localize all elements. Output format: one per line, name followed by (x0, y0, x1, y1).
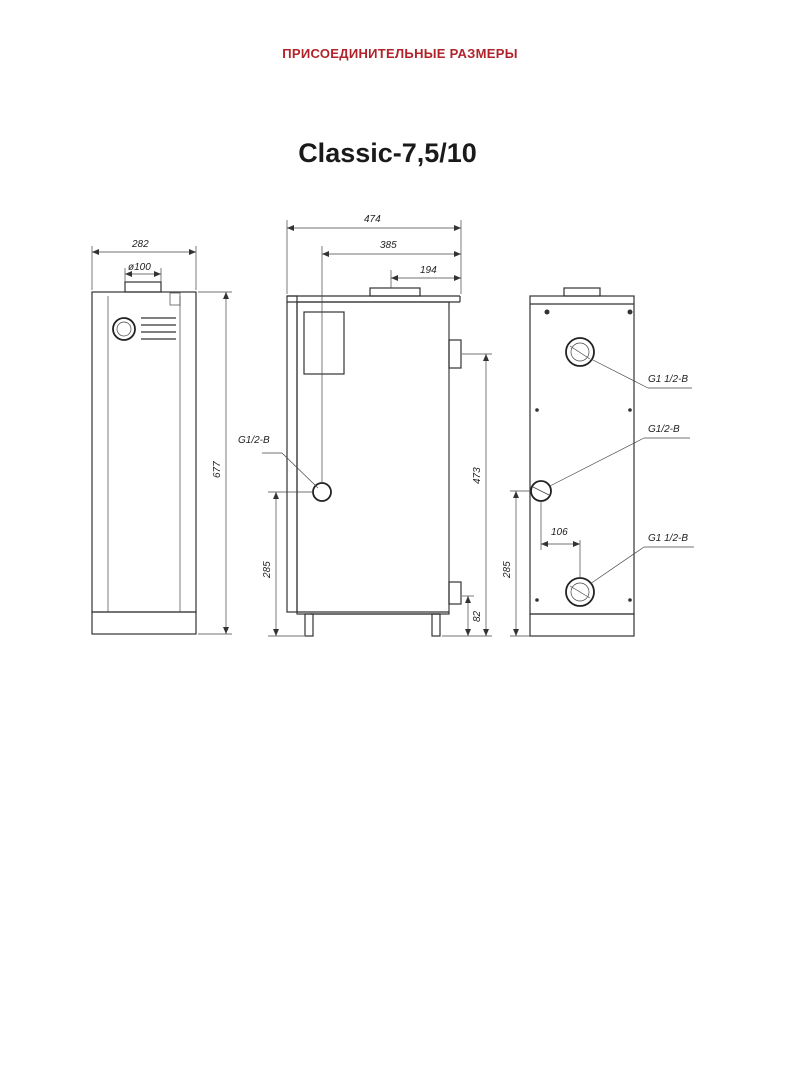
side-flue-pipe (369, 287, 421, 297)
rear-top-pipe (565, 337, 595, 367)
side-flue-offset-label: 194 (420, 265, 437, 276)
rear-bottom-pipe-label: G1 1/2-B (648, 533, 688, 544)
front-height-label: 677 (212, 461, 223, 478)
side-outlet-pipe (448, 339, 462, 369)
side-inlet-height-label: 285 (262, 561, 273, 579)
rear-mid-pipe-label: G1/2-B (648, 424, 680, 435)
side-lower-height-label: 82 (472, 610, 483, 622)
front-body-outline (91, 291, 197, 613)
front-width-label: 282 (131, 239, 149, 250)
rear-flue-pipe (563, 287, 601, 297)
side-lower-pipe (448, 581, 462, 605)
side-inlet-label: G1/2-B (238, 435, 270, 446)
model-title: Classic-7,5/10 (298, 138, 477, 168)
rear-base (529, 613, 635, 637)
side-control-panel (303, 311, 345, 375)
side-outlet-height-label: 473 (472, 467, 483, 484)
front-peephole (112, 317, 136, 341)
side-depth-474-label: 474 (364, 214, 381, 225)
flue-diameter-label: ø100 (128, 262, 151, 273)
rear-body-outline (529, 295, 635, 615)
rear-view: G1 1/2-B G1/2-B G1 1/2-B 106 285 (502, 287, 694, 637)
rear-mid-height-label: 285 (502, 561, 513, 579)
side-body-outline (296, 301, 450, 615)
page-header: ПРИСОЕДИНИТЕЛЬНЫЕ РАЗМЕРЫ (282, 46, 518, 61)
front-view: 282 ø100 677 (91, 239, 232, 635)
front-vent-grille (141, 317, 176, 340)
rear-top-pipe-label: G1 1/2-B (648, 374, 688, 385)
side-leg-left (304, 613, 314, 637)
front-base (91, 611, 197, 635)
front-flue-pipe (124, 281, 162, 293)
side-inlet-pipe (312, 482, 332, 502)
side-depth-385-label: 385 (380, 240, 397, 251)
side-leg-right (431, 613, 441, 637)
rear-offset-label: 106 (551, 527, 568, 538)
side-view: 474 385 194 G1/2-B 285 473 82 (238, 214, 492, 637)
